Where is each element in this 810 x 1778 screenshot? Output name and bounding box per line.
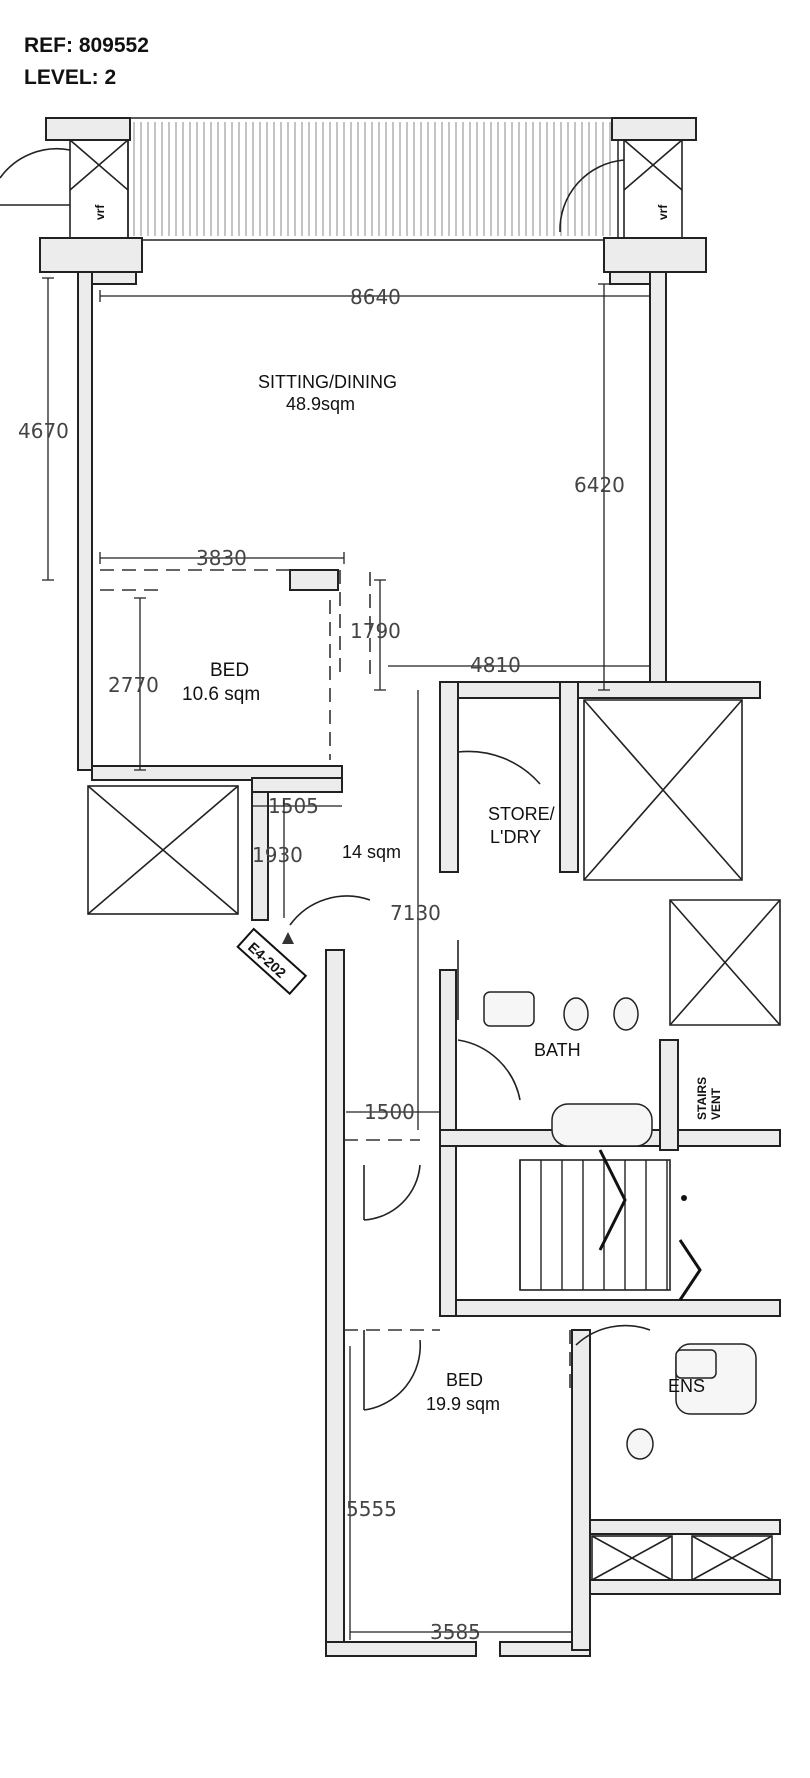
bidet-icon (613, 997, 639, 1031)
dashed-lines (100, 569, 571, 1390)
fixtures (483, 991, 757, 1460)
store-line2: L'DRY (490, 827, 541, 847)
ref-label: REF: 809552 (24, 34, 149, 57)
level-label: LEVEL: 2 (24, 66, 117, 89)
basin-icon (483, 991, 535, 1027)
room-labels: SITTING/DINING 48.9sqm BED 10.6 sqm 14 s… (182, 372, 705, 1414)
stairs-vent-label: STAIRS (695, 1077, 709, 1120)
dim-8640: 8640 (350, 285, 401, 309)
entrance-arrow-icon (282, 932, 294, 944)
stairs-vent-label-2: VENT (709, 1087, 723, 1120)
bed1-name: BED (210, 660, 249, 681)
ens-basin-icon (675, 1349, 717, 1379)
bath-name: BATH (534, 1040, 581, 1060)
bed1-area: 10.6 sqm (182, 684, 260, 705)
walls (77, 271, 781, 1657)
dim-4670: 4670 (18, 419, 69, 443)
dim-6420: 6420 (574, 473, 625, 497)
dim-4810: 4810 (470, 653, 521, 677)
ens-toilet-icon (626, 1428, 654, 1460)
balcony: vrf vrf (0, 117, 707, 273)
vrf-label-left: vrf (93, 204, 107, 220)
dim-7130: 7130 (390, 901, 441, 925)
hall-area: 14 sqm (342, 842, 401, 862)
dim-1790: 1790 (350, 619, 401, 643)
sitting-dining-area: 48.9sqm (286, 394, 355, 414)
store-line1: STORE/ (488, 804, 555, 824)
dim-1930: 1930 (252, 843, 303, 867)
ens-name: ENS (668, 1376, 705, 1396)
vrf-label-right: vrf (656, 204, 670, 220)
dimensions: 8640 4670 6420 3830 1790 4810 2770 1505 … (18, 277, 651, 1644)
dim-3585: 3585 (430, 1620, 481, 1644)
bed2-name: BED (446, 1370, 483, 1390)
service-ducts (87, 699, 781, 1581)
dim-1505: 1505 (268, 794, 319, 818)
sitting-dining-name: SITTING/DINING (258, 372, 397, 392)
dim-1500: 1500 (364, 1100, 415, 1124)
unit-tag: E4-202 (236, 927, 308, 996)
dim-2770: 2770 (108, 673, 159, 697)
dim-5555: 5555 (346, 1497, 397, 1521)
staircase: STAIRS VENT (519, 1077, 723, 1301)
doors (289, 750, 651, 1411)
bed2-area: 19.9 sqm (426, 1394, 500, 1414)
bathtub-icon (551, 1103, 653, 1147)
dim-3830: 3830 (196, 546, 247, 570)
toilet-icon (563, 997, 589, 1031)
